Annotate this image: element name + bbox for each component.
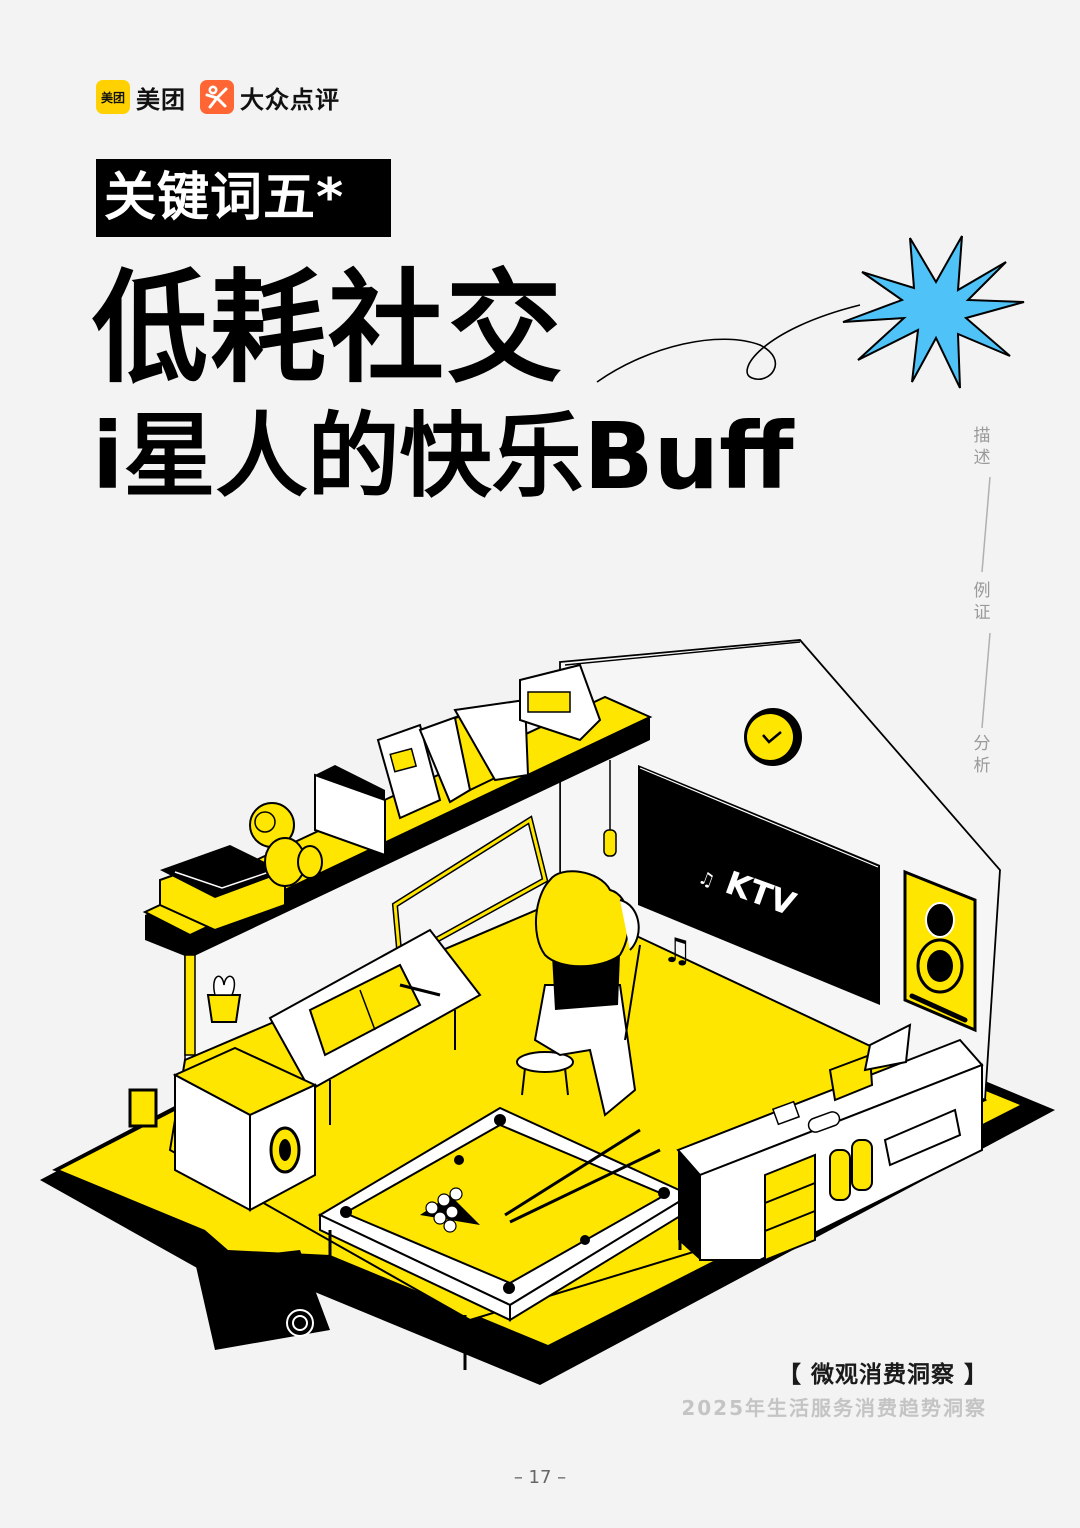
side-nav-divider [981, 633, 991, 729]
dianping-logo: 大众点评 [200, 80, 340, 115]
starburst-icon [596, 235, 1025, 389]
keyword-tag: 关键词五* [96, 159, 391, 237]
meituan-logo-icon: 美团 [96, 80, 130, 114]
dianping-logo-text: 大众点评 [240, 85, 340, 114]
music-note-icon: ♫ [662, 931, 692, 971]
wall-speaker [903, 869, 977, 1033]
meituan-logo: 美团 美团 [96, 80, 186, 115]
books [314, 698, 530, 857]
tv-screen: ♫ KTV [638, 765, 880, 1005]
page-title: 低耗社交 [92, 258, 564, 400]
floor-speaker [128, 1046, 318, 1212]
meituan-logo-text: 美团 [136, 85, 186, 114]
section-side-nav: 描述 例证 分析 [960, 425, 1004, 785]
page-number: – 17 – [513, 1467, 567, 1488]
svg-text:♫: ♫ [695, 867, 717, 892]
brand-logos: 美团 美团 大众点评 [96, 80, 340, 114]
dianping-logo-icon [200, 80, 234, 114]
side-nav-divider [981, 477, 991, 573]
report-title: 2025年生活服务消费趋势洞察 [681, 1396, 987, 1420]
tissue-box [519, 641, 801, 742]
side-nav-item-evidence: 例证 [973, 581, 991, 623]
singer-character: ♫ [516, 870, 692, 1117]
page-subtitle: i星人的快乐Buff [92, 403, 794, 510]
side-nav-item-analysis: 分析 [973, 734, 991, 776]
teddy-bear-icon [249, 802, 323, 887]
black-box [159, 845, 286, 932]
drawing-desk [268, 928, 482, 1125]
pool-table [317, 1106, 693, 1370]
series-label: 【 微观消费洞察 】 [777, 1362, 988, 1388]
side-nav-item-describe: 描述 [973, 426, 991, 468]
tv-cabinet [676, 1023, 984, 1262]
wall-clock-icon [744, 708, 802, 766]
plant-pot-icon [206, 975, 242, 1023]
